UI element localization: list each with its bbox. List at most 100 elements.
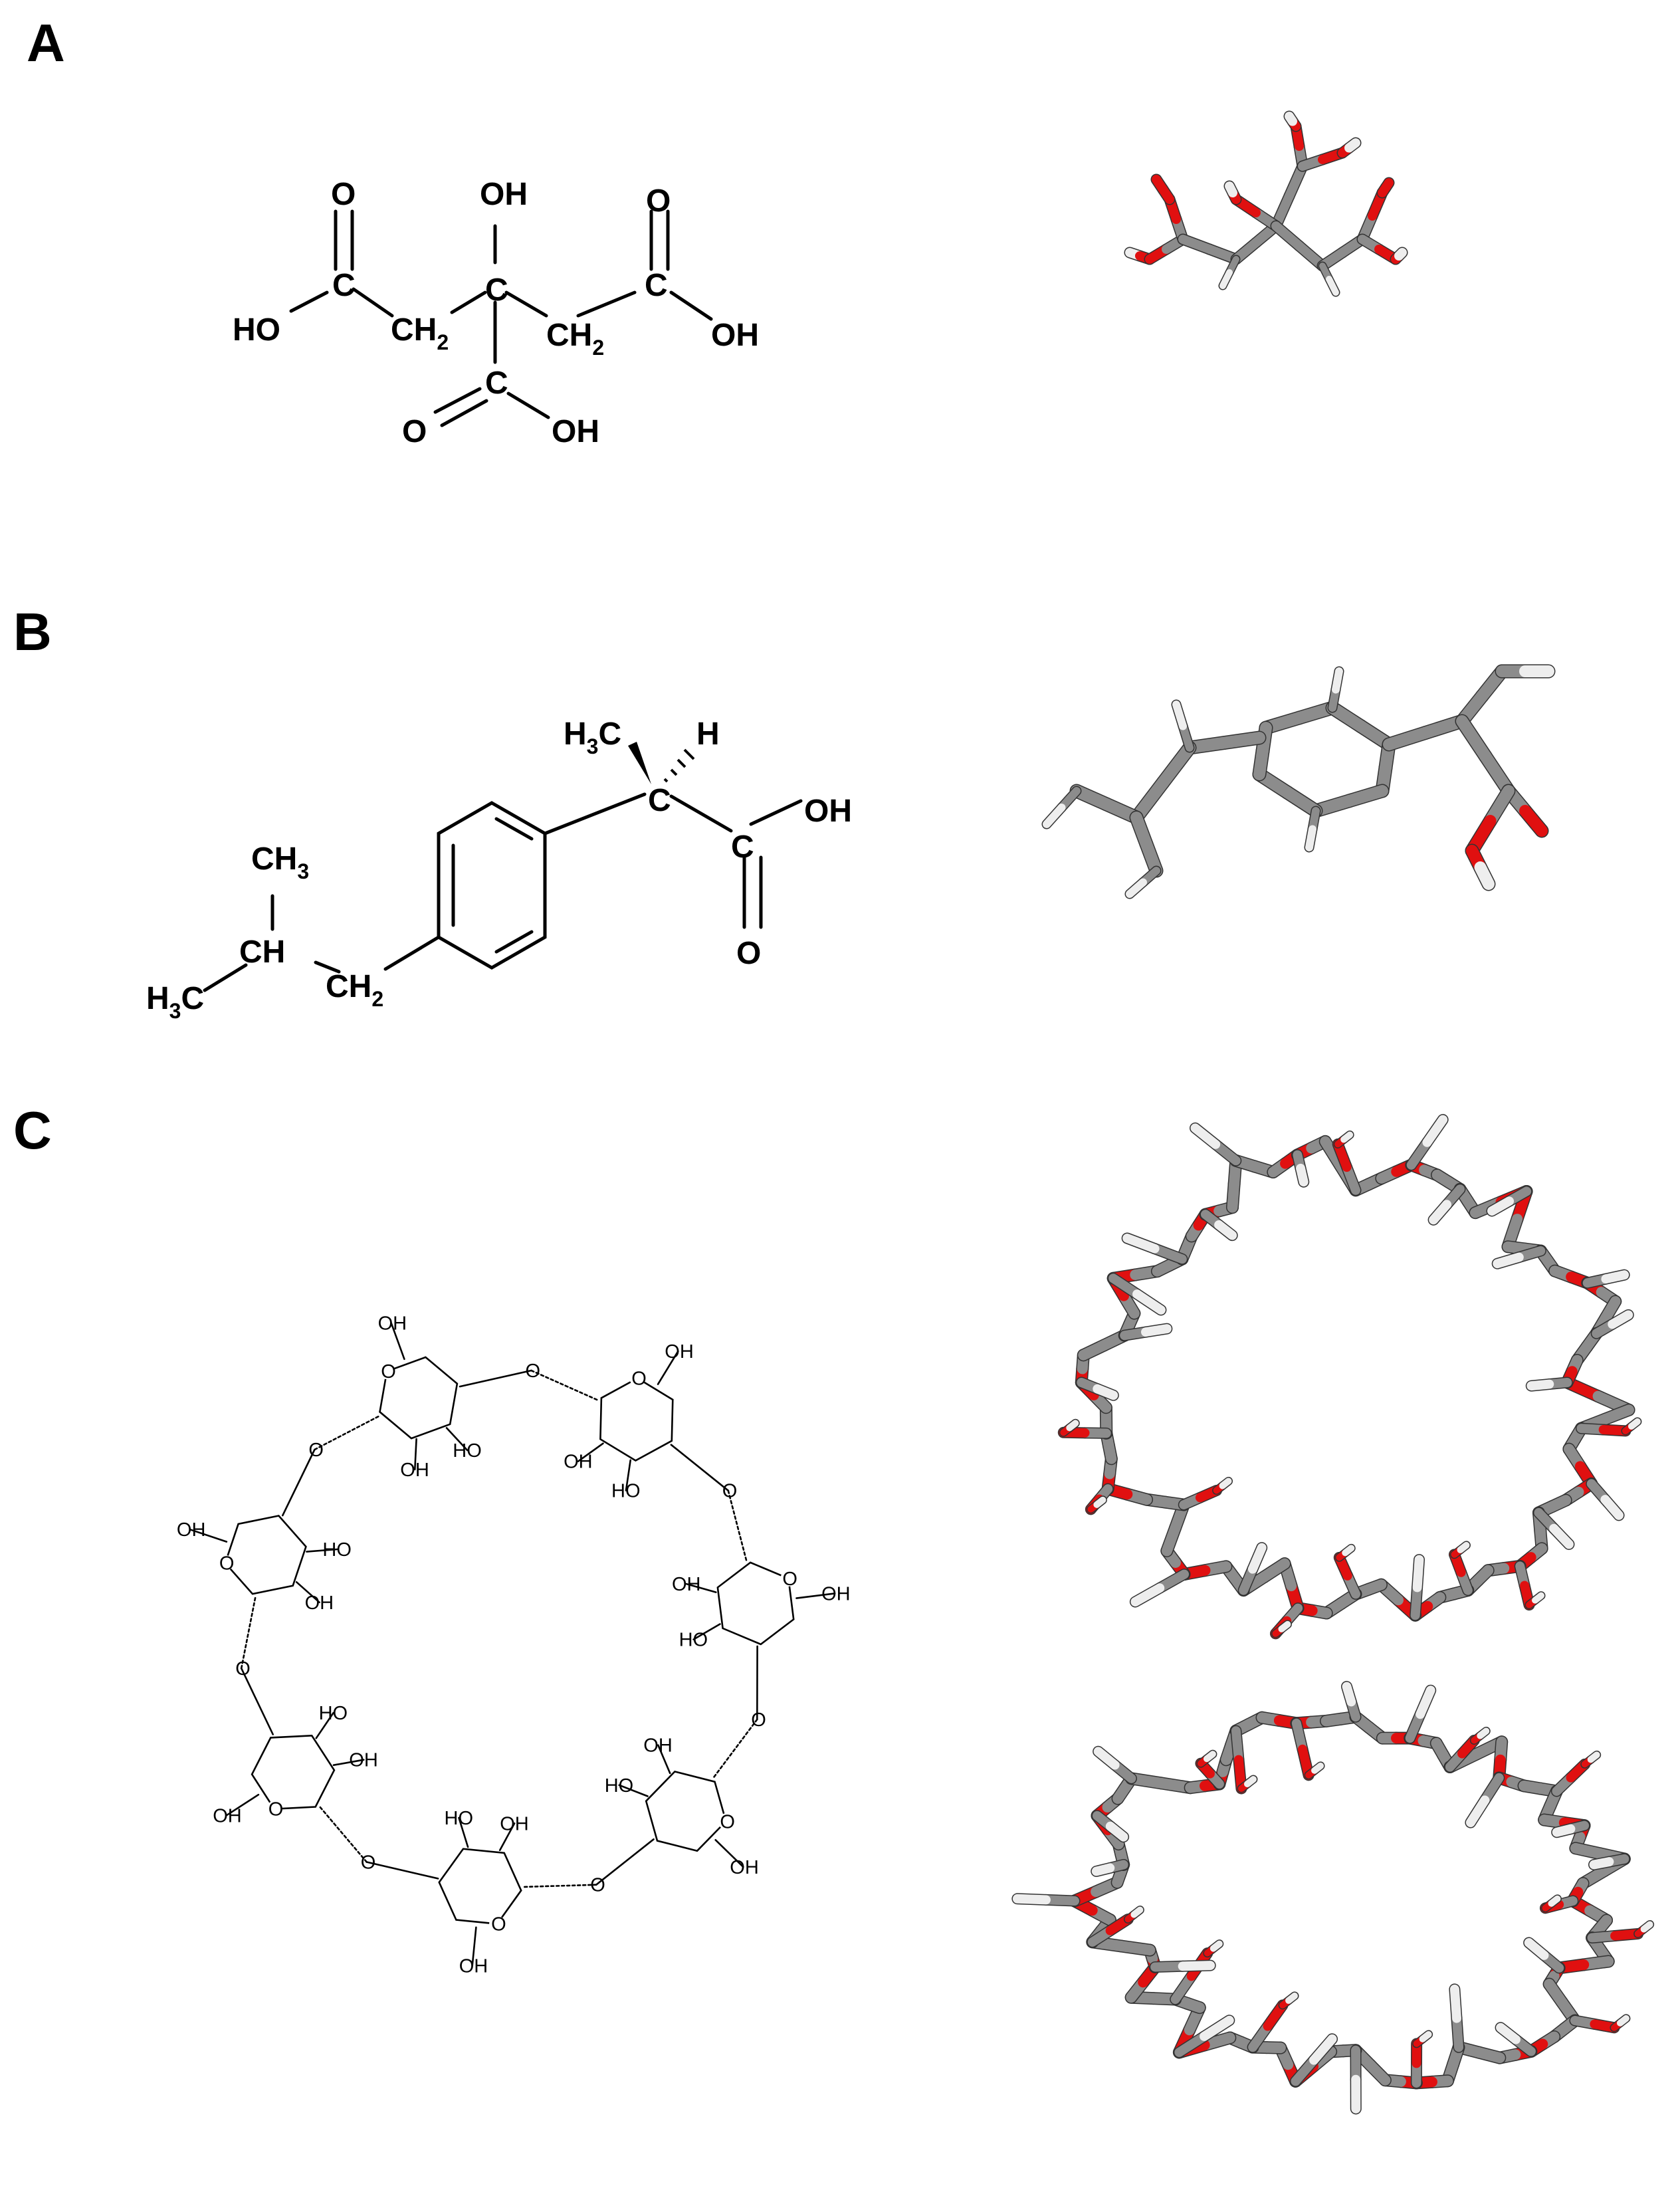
panel-label-c: C [13,1101,52,1160]
atom-label: H3C [564,716,621,758]
atom-label: O [736,936,761,971]
bond-stick [1225,181,1237,197]
atom-label: O [268,1799,284,1820]
bond-stick [1285,112,1297,126]
atom-label: HO [679,1630,708,1651]
bond-stick [1493,1252,1524,1269]
atom-label: O [646,183,671,219]
bond-stick [1416,1686,1435,1719]
bond-stick [1477,1727,1490,1739]
atom-label: OH [400,1460,429,1481]
atom-label: O [381,1361,396,1382]
atom-label: CH2 [391,312,449,354]
atom-label: C [485,273,508,308]
atom-label: O [722,1481,738,1502]
atom-label: HO [322,1539,352,1561]
atom-label: O [331,177,356,212]
atom-label: H [696,716,720,752]
bond-stick [1150,1244,1187,1264]
bond-stick [1155,1569,1190,1593]
atom-label: HO [611,1480,641,1501]
bond-stick [1326,276,1339,296]
atom-label: C [731,829,754,865]
bond-stick [1012,1894,1051,1905]
bond-stick [1311,1762,1324,1774]
bond-stick [1130,776,1169,824]
bond-stick [1548,1895,1561,1907]
bond-stick [1465,1795,1490,1828]
bond-stick [1552,1824,1576,1837]
bond-stick [1342,1682,1356,1707]
bond-stick [1105,1821,1128,1842]
bond-stick [1152,175,1168,194]
atom-label: OH [665,1341,694,1363]
bond-stick [1172,701,1187,730]
atom-label: OH [730,1857,759,1878]
bond-stick [1271,221,1304,251]
atom-label: OH [804,794,852,829]
atom-label: O [590,1875,605,1896]
bond-stick [1178,1961,1215,1971]
bond-stick [1601,1270,1629,1284]
bond-stick [1429,1200,1452,1225]
atom-label: OH [672,1574,701,1595]
bond-stick [1041,1895,1080,1906]
bond-stick [1132,1289,1166,1315]
atom-label: OH [643,1735,673,1757]
bond-stick [1496,2023,1521,2044]
bond-stick [1532,1592,1545,1604]
atom-label: OH [480,177,528,212]
panel-label-a: A [27,13,65,72]
atom-label: O [720,1811,735,1832]
atom-label: O [361,1852,376,1874]
atom-label: OH [564,1452,593,1473]
bond-stick [1419,2031,1432,2042]
bond-stick [1296,1163,1309,1187]
bond-stick [1130,1906,1144,1918]
atom-label: HO [233,312,280,348]
bond-stick [1093,1384,1118,1400]
bond-stick [1474,861,1495,890]
bond-stick [1130,1583,1165,1607]
bond-stick [1383,726,1431,750]
atom-label: O [526,1361,541,1382]
bond-stick [1640,1921,1653,1933]
bond-stick [1066,1420,1079,1432]
citric-acid-3d-model [1124,110,1408,297]
bond-stick [1190,1123,1221,1149]
atom-label: O [219,1553,235,1575]
bond-stick [1219,269,1233,289]
citric-acid-structure: O OH O HO C C C CH2 CH2 OH C O OH [233,177,759,449]
bond-stick [1449,1984,1461,2023]
bond-stick [1616,2015,1629,2027]
atom-label: O [782,1569,797,1590]
atom-label: O [402,414,427,449]
bond-stick [1243,1776,1257,1788]
atom-label: CH3 [251,841,309,883]
bond-stick [1457,1541,1470,1553]
bond-stick [1332,667,1343,694]
bond-stick [1344,138,1360,153]
bond-stick [1628,1418,1641,1430]
bond-stick [1203,1751,1216,1763]
atom-label: C [332,268,356,303]
bond-stick [1291,2055,1319,2086]
atom-label: OH [711,318,759,353]
atom-label: HO [453,1440,482,1462]
cyclodextrin-3d-model-side [1011,1681,1655,2115]
atom-label: OH [305,1592,334,1614]
atom-label: CH2 [546,318,604,360]
bond-stick [1108,1273,1142,1299]
atom-label: O [751,1709,766,1731]
bond-stick [1178,235,1214,254]
atom-label: OH [552,414,599,449]
atom-label: HO [319,1703,348,1724]
bond-stick [1524,1937,1549,1960]
atom-label: O [631,1369,647,1390]
bond-stick [1247,1543,1267,1574]
atom-label: OH [177,1519,206,1541]
